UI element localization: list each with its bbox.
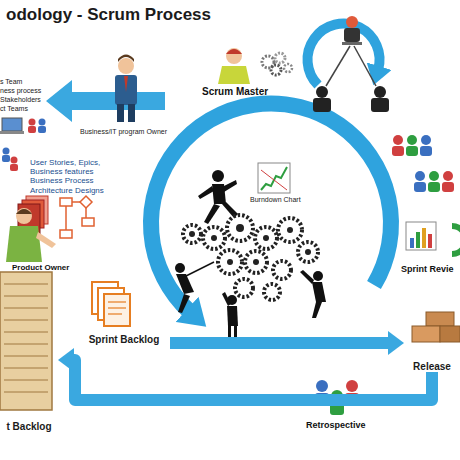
stage-node: t Backlog xyxy=(0,268,58,432)
stage-node: Sprint Backlog xyxy=(78,283,170,345)
text-label: Scrum Master xyxy=(202,86,282,98)
text-label: Product Owner xyxy=(12,263,78,272)
text-label: Retrospective xyxy=(306,420,390,430)
flow-arrow xyxy=(170,337,389,349)
text-label: s Team xyxy=(0,78,52,86)
text-label: Business/IT program Owner xyxy=(80,128,180,136)
text-label: Stakeholders xyxy=(0,96,52,104)
node-text: t Backlog xyxy=(6,421,51,432)
text-label: ct Teams xyxy=(0,105,52,113)
flow-arrow xyxy=(73,360,432,400)
arrow-head xyxy=(388,331,404,355)
diagram-title: odology - Scrum Process xyxy=(6,5,211,25)
arrow-head xyxy=(58,348,74,372)
text-label: ness process xyxy=(0,87,52,95)
node-text: Release xyxy=(413,361,451,372)
text-label: User Stories, Epics, Business features B… xyxy=(30,158,108,195)
text-label: Sprint Revie xyxy=(401,264,460,274)
node-text: Sprint Backlog xyxy=(89,334,160,345)
stage-node: Release xyxy=(404,305,460,372)
text-label: Burndown Chart xyxy=(250,196,314,204)
